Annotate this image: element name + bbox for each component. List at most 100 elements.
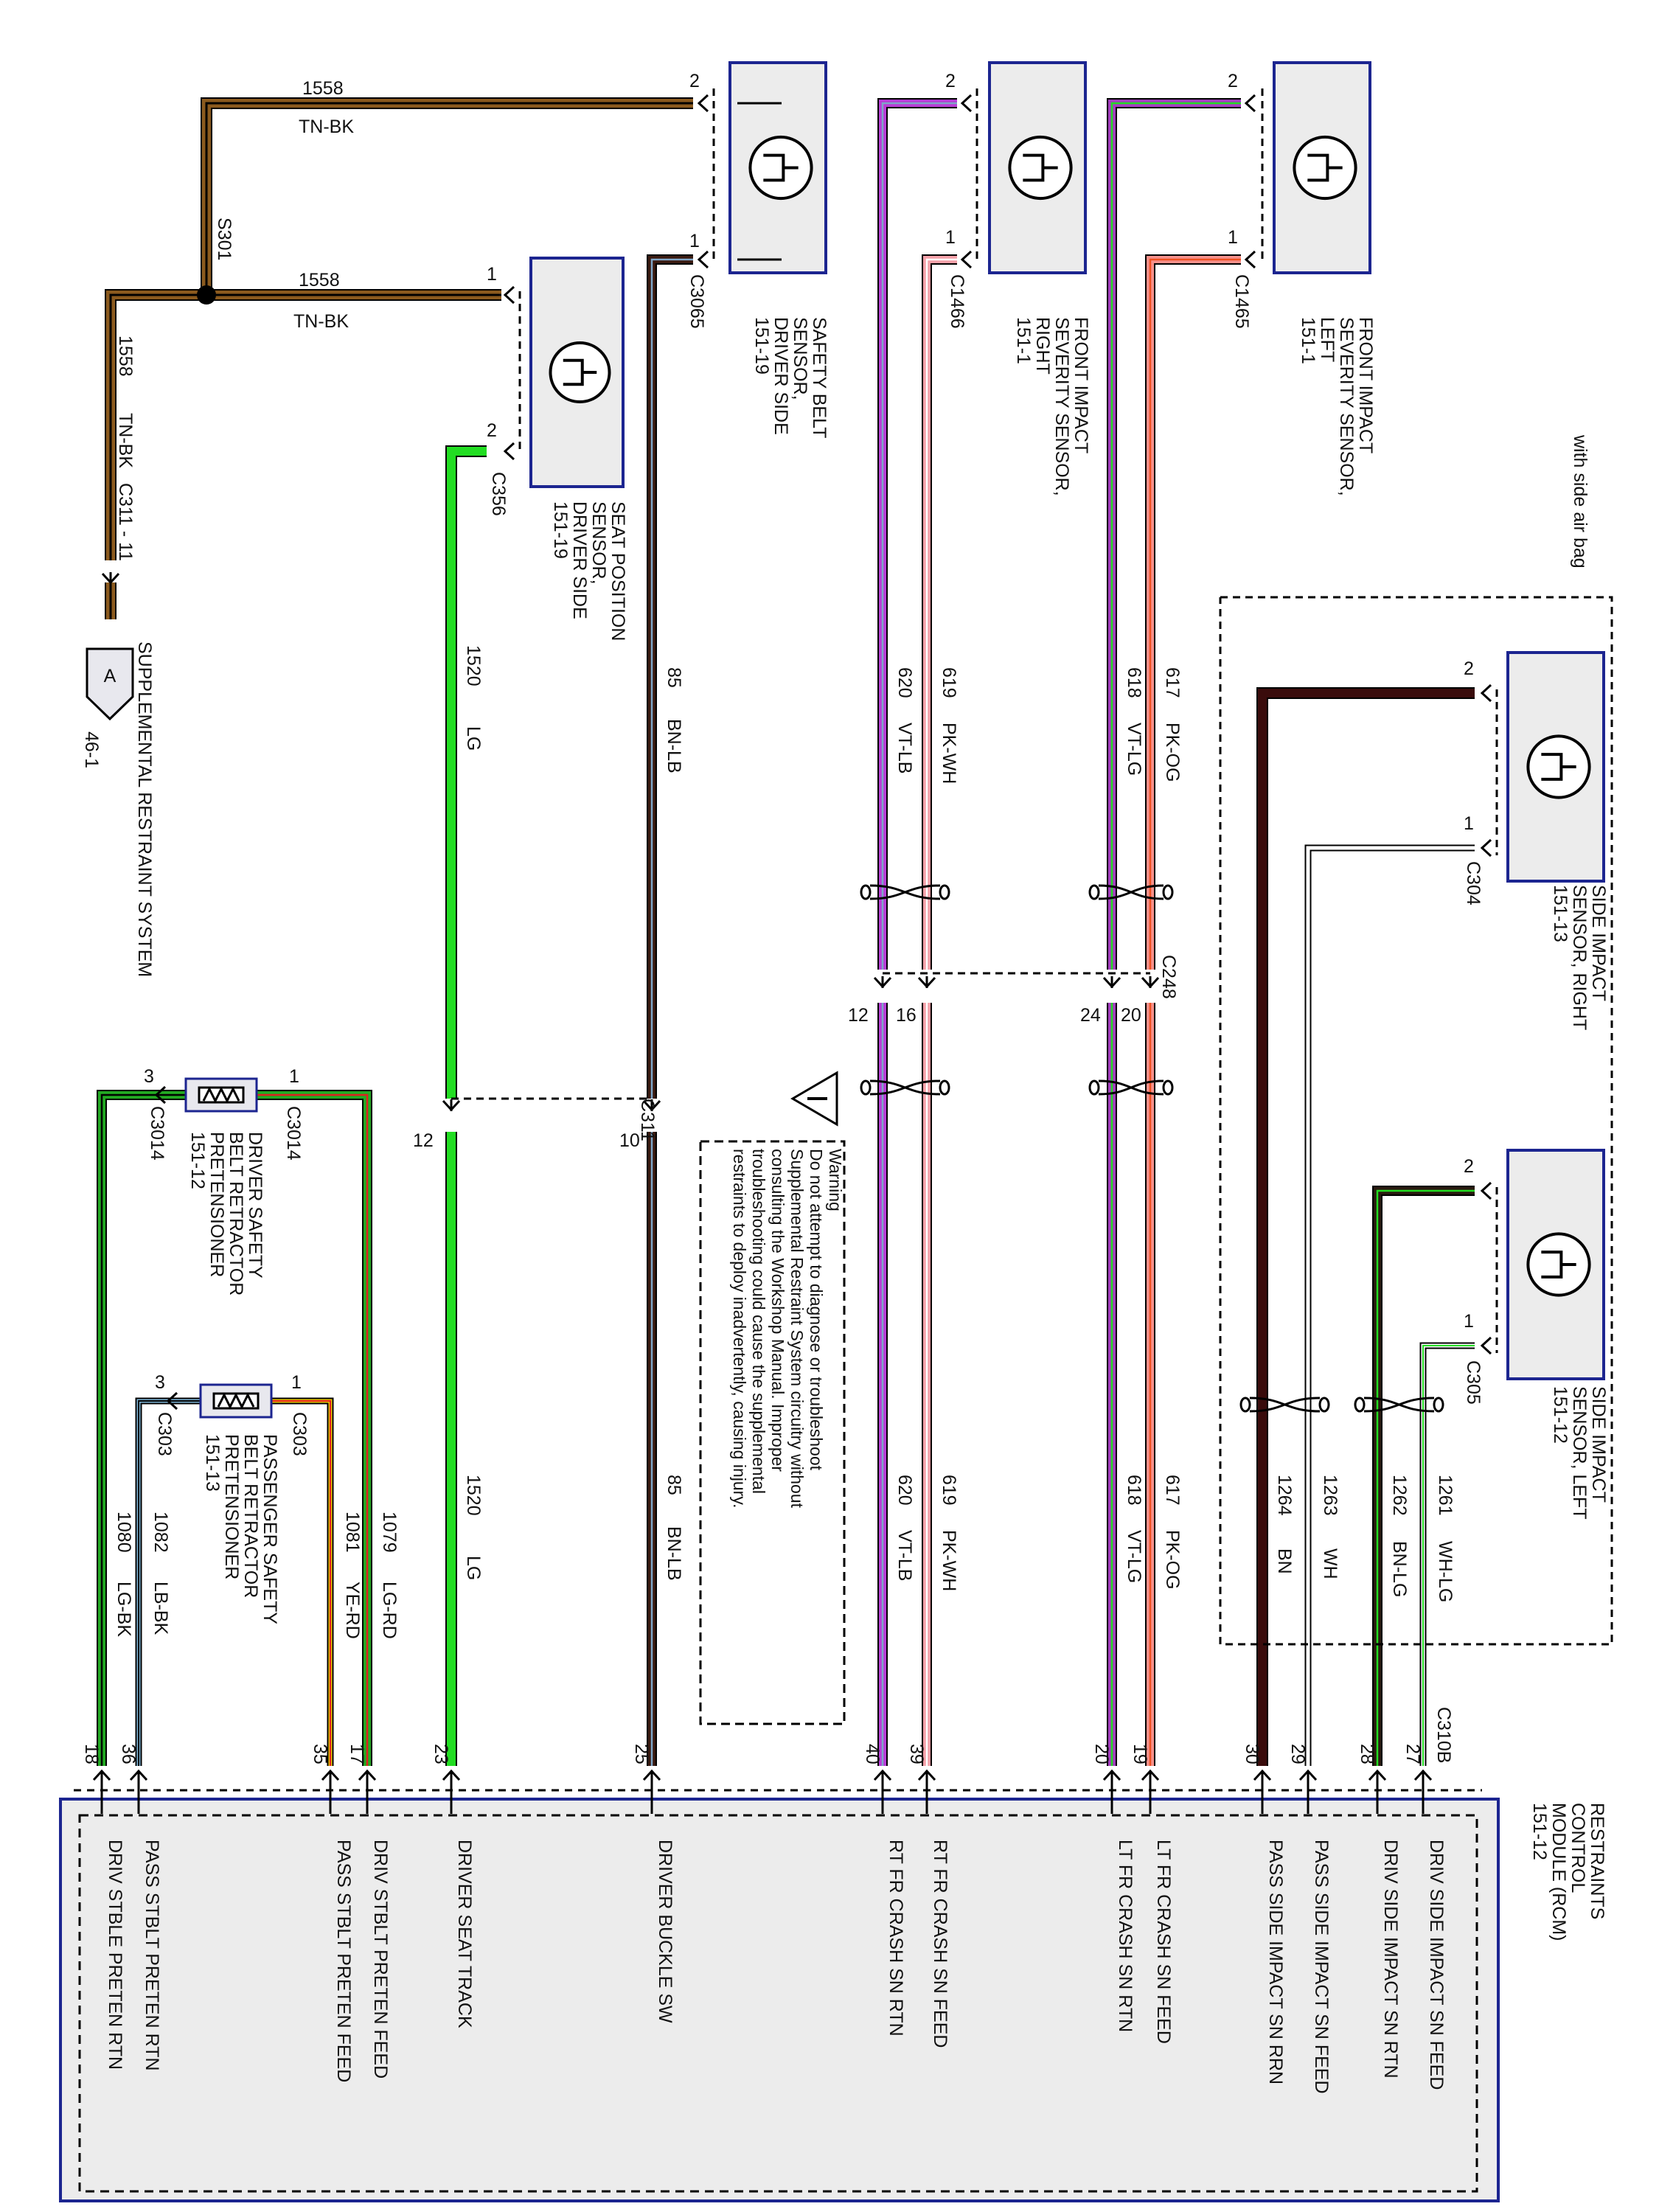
wire-c617-color: PK-OG xyxy=(1162,723,1183,782)
rcm-signal-label-10: DRIV STBLT PRETEN FEED xyxy=(370,1840,391,2079)
dp-pin-a: 1 xyxy=(289,1066,299,1087)
twist-618-617-a xyxy=(1098,884,1164,900)
sps-l4: 151-19 xyxy=(550,501,571,559)
pp-conn-a: C303 xyxy=(289,1412,310,1456)
fil-pin2-arrow xyxy=(1244,94,1256,113)
rcm-signal-label-13: DRIV STBLE PRETEN RTN xyxy=(105,1840,125,2070)
wire-1081-stripe xyxy=(271,1400,331,1766)
wire-c1080-color: LG-BK xyxy=(114,1582,134,1637)
rcm-signal-label-1: DRIV SIDE IMPACT SN RTN xyxy=(1380,1840,1401,2079)
safety-belt-sensor-circle xyxy=(748,135,813,201)
dp-pin-b: 3 xyxy=(144,1066,154,1087)
fil-l3: LEFT xyxy=(1317,317,1338,362)
sbs-pin-b: 1 xyxy=(689,231,700,251)
wire-1264 xyxy=(1258,689,1475,1766)
wire-c1081-num: 1081 xyxy=(342,1512,363,1553)
wire-c1079-color: LG-RD xyxy=(379,1582,400,1639)
fir-connector: C1466 xyxy=(947,274,967,329)
wire-c85-color: BN-LB xyxy=(664,719,684,773)
sir-l3: 151-13 xyxy=(1550,885,1571,942)
wire-c1520-color: LG xyxy=(463,726,484,751)
rcm-signal-label-12: PASS STBLT PRETEN RTN xyxy=(142,1840,162,2071)
wire-85-upper-stripe xyxy=(650,258,693,1099)
pp-l2: BELT RETRACTOR xyxy=(240,1434,261,1598)
sps-pin1-arrow xyxy=(503,285,515,305)
rcm-signal-label-9: DRIVER SEAT TRACK xyxy=(454,1840,475,2028)
wire-c619-color: PK-WH xyxy=(939,723,959,784)
rcm-label-1: RESTRAINTS xyxy=(1587,1803,1607,1919)
sps-pin2-arrow xyxy=(503,442,515,461)
twist-1264-1263-b xyxy=(1318,1397,1330,1413)
rcm-signal-label-3: PASS SIDE IMPACT SN RRN xyxy=(1265,1840,1286,2084)
rcm-signal-label-6: RT FR CRASH SN FEED xyxy=(930,1840,950,2048)
wire-c1080-num: 1080 xyxy=(114,1512,134,1553)
wire-c617-num: 617 xyxy=(1162,1475,1183,1506)
sir-pin-b: 1 xyxy=(1464,813,1474,834)
twist-618-617-a-b xyxy=(1162,884,1174,900)
srs-label: SUPPLEMENTAL RESTRAINT SYSTEM xyxy=(134,641,155,977)
rcm-signal-label-11: PASS STBLT PRETEN FEED xyxy=(333,1840,354,2082)
wire-1264-outline xyxy=(1256,687,1475,1766)
seat-position-sensor-coil xyxy=(563,358,597,386)
rcm-signal-label-8: DRIVER BUCKLE SW xyxy=(655,1840,675,2023)
wires-layer xyxy=(97,97,1475,1766)
fil-pin-b: 1 xyxy=(1228,227,1238,248)
wire-c620-num: 620 xyxy=(894,1475,915,1506)
twist-618-617-b-a xyxy=(1088,1079,1100,1096)
srs-letter: A xyxy=(104,666,116,686)
dp-l4: 151-12 xyxy=(187,1132,208,1189)
sbs-l2: SENSOR, xyxy=(790,317,810,400)
sbs-l3: DRIVER SIDE xyxy=(771,317,791,435)
sbs-pin2-arrow xyxy=(697,94,709,113)
splice-s301-label: S301 xyxy=(214,218,234,260)
rcm-pin-number-12: 28 xyxy=(1357,1744,1377,1764)
wire-c1520-color: LG xyxy=(463,1556,484,1580)
twist-620-619-b xyxy=(869,1079,941,1096)
c248-label: C248 xyxy=(1158,955,1179,999)
twist-618-617-b-b xyxy=(1162,1079,1174,1096)
dp-pin3-arrow xyxy=(154,1085,167,1105)
c248-pin24: 24 xyxy=(1080,1005,1101,1026)
twist-1262-1261-a xyxy=(1354,1397,1366,1413)
pp-pin-a: 1 xyxy=(291,1372,302,1393)
twist-1262-1261 xyxy=(1363,1397,1435,1413)
pp-l1: PASSENGER SAFETY xyxy=(260,1434,280,1624)
rcm-module-box xyxy=(59,1798,1500,2202)
wire-c618-color: VT-LG xyxy=(1124,723,1144,776)
wire-1558-num-vert: 1558 xyxy=(115,335,136,377)
sir-pin2-arrow xyxy=(1480,684,1492,703)
c248-pin12: 12 xyxy=(848,1005,869,1026)
pp-pin-b: 3 xyxy=(155,1372,165,1393)
wire-1558-color-vert: TN-BK xyxy=(115,413,136,468)
rcm-pin-number-3: 17 xyxy=(347,1744,367,1764)
twist-620-619-b-a xyxy=(860,1079,872,1096)
sil-pin-b: 1 xyxy=(1464,1311,1474,1332)
wire-c620-color: VT-LB xyxy=(894,1530,915,1581)
wire-1263 xyxy=(1306,846,1475,1766)
wire-1558-color-top: TN-BK xyxy=(299,116,354,137)
wire-c619-color: PK-WH xyxy=(939,1530,959,1591)
twist-1264-1263 xyxy=(1249,1397,1321,1413)
sil-l2: SENSOR, LEFT xyxy=(1569,1386,1590,1520)
wire-1558-num-top: 1558 xyxy=(302,78,344,99)
safety-belt-sensor-coil xyxy=(763,153,799,182)
twist-618-617-a-a xyxy=(1088,884,1100,900)
twist-618-617-b xyxy=(1098,1079,1164,1096)
side-impact-right-sensor-coil xyxy=(1541,753,1576,781)
dp-l2: BELT RETRACTOR xyxy=(226,1132,246,1295)
rcm-label-4: 151-12 xyxy=(1529,1803,1550,1860)
srs-ref: 46-1 xyxy=(81,731,102,768)
wire-c85-num: 85 xyxy=(664,1475,684,1495)
wire-c1079-num: 1079 xyxy=(379,1512,400,1553)
pp-pin3-arrow xyxy=(166,1391,178,1411)
fil-l1: FRONT IMPACT xyxy=(1355,317,1376,453)
driver-pretensioner-zigzag xyxy=(202,1086,240,1104)
seat-position-sensor-circle xyxy=(549,341,611,403)
wire-c1264-color: BN xyxy=(1274,1548,1295,1574)
wire-617-upper-stripe xyxy=(1149,258,1241,970)
rcm-inner-dashed xyxy=(78,1814,1478,2193)
sbs-pin-a: 2 xyxy=(689,71,700,91)
rcm-pin-number-0: 18 xyxy=(81,1744,102,1764)
sps-l3: DRIVER SIDE xyxy=(569,501,590,619)
